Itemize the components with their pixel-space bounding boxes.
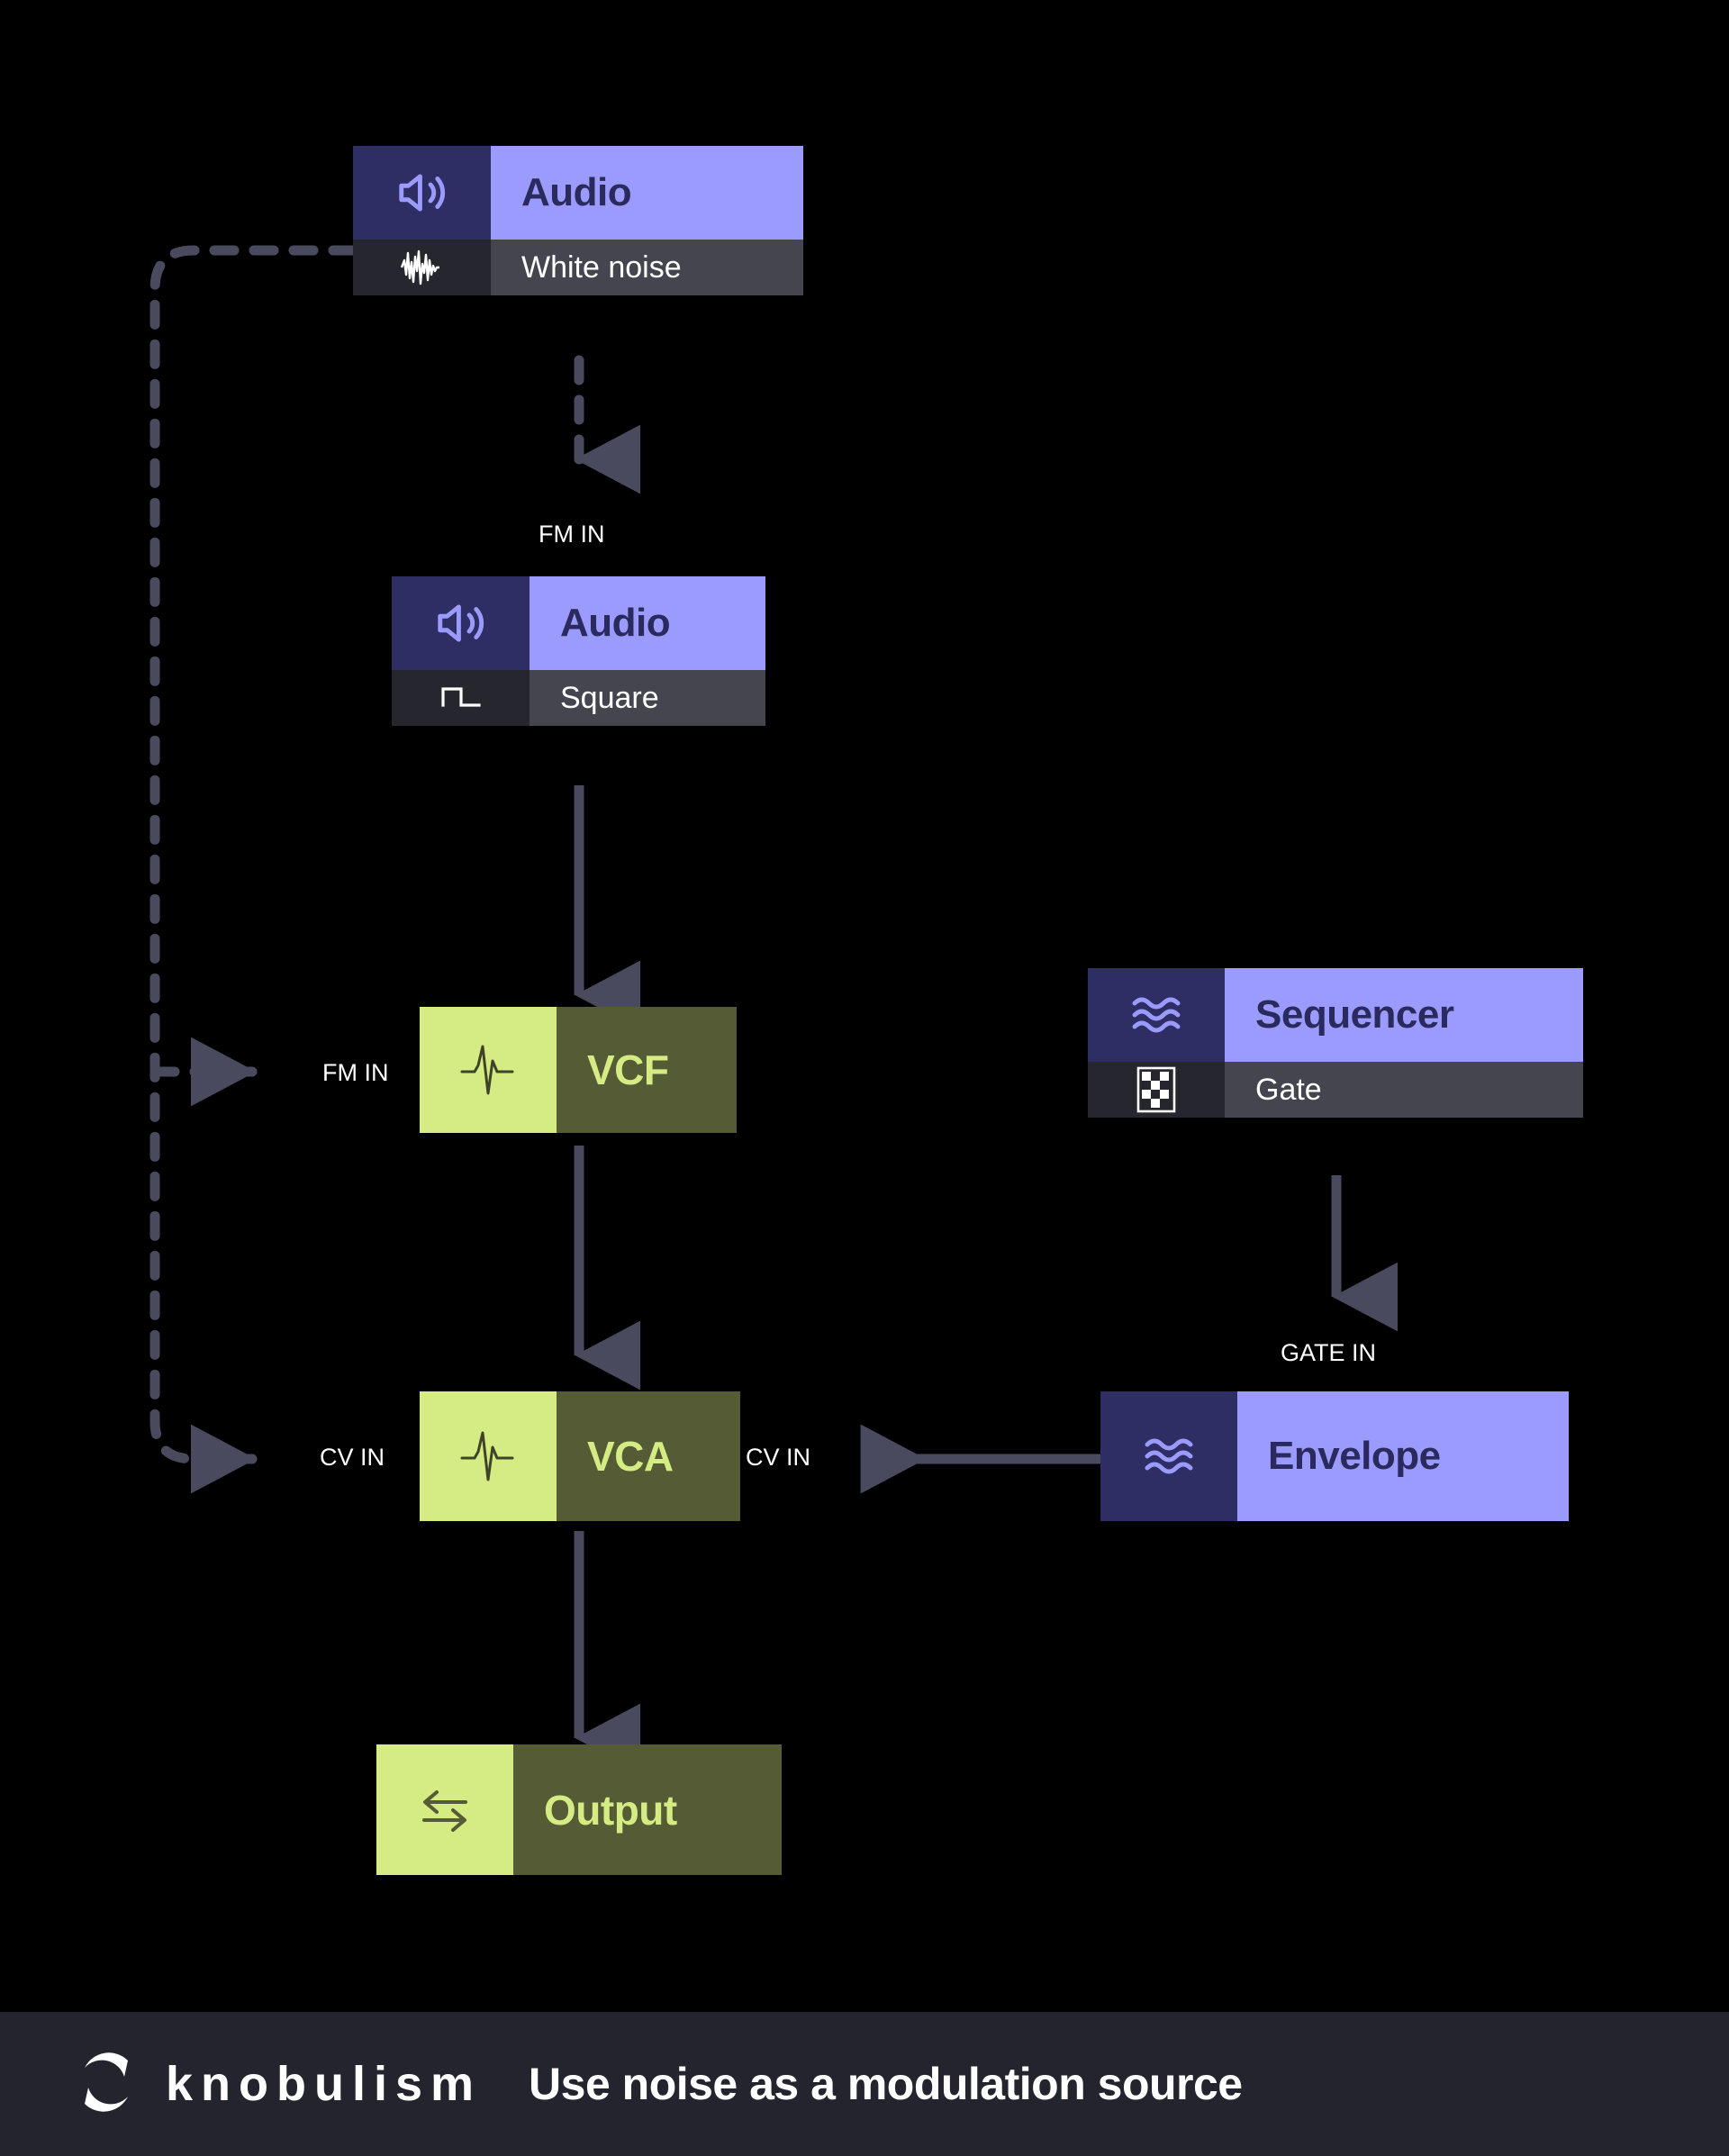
pulse-wave-icon: [420, 1007, 557, 1133]
module-title: Audio: [530, 576, 765, 670]
port-label-fm-in-vcf-top: FM IN: [539, 521, 605, 548]
port-label-cv-in-vca-right: CV IN: [746, 1444, 811, 1471]
module-header[interactable]: Audio: [392, 576, 765, 670]
module-envelope[interactable]: Envelope: [1100, 1391, 1569, 1521]
waves-icon: [1088, 968, 1225, 1062]
pulse-wave-icon: [420, 1391, 557, 1521]
noise-waveform-icon: [353, 240, 491, 295]
module-sub-label: Square: [530, 670, 765, 726]
module-header[interactable]: VCA: [420, 1391, 740, 1521]
module-header[interactable]: Envelope: [1100, 1391, 1569, 1521]
module-vca[interactable]: VCA: [420, 1391, 740, 1521]
module-title: Audio: [491, 146, 803, 240]
module-sub-label: Gate: [1225, 1062, 1583, 1118]
port-label-cv-in-vca-left: CV IN: [320, 1444, 385, 1471]
module-audio-noise[interactable]: Audio White noise: [353, 146, 803, 295]
module-audio-square[interactable]: Audio Square: [392, 576, 765, 726]
wire-noise-feedback-trunk: [149, 245, 358, 1494]
speaker-icon: [353, 146, 491, 240]
module-sequencer[interactable]: Sequencer Gate: [1088, 968, 1583, 1118]
module-title: Output: [513, 1744, 782, 1875]
module-title: VCA: [557, 1391, 740, 1521]
module-subrow[interactable]: Gate: [1088, 1062, 1583, 1118]
knobulism-ring-logo: [72, 2048, 140, 2121]
module-header[interactable]: Output: [376, 1744, 782, 1875]
module-title: VCF: [557, 1007, 737, 1133]
grid-pattern-icon: [1088, 1062, 1225, 1118]
brand-name: knobulism: [166, 2057, 483, 2111]
module-header[interactable]: VCF: [420, 1007, 737, 1133]
module-vcf[interactable]: VCF: [420, 1007, 737, 1133]
module-sub-label: White noise: [491, 240, 803, 295]
module-header[interactable]: Audio: [353, 146, 803, 240]
port-label-fm-in-vcf-left: FM IN: [322, 1059, 389, 1086]
footer-tagline: Use noise as a modulation source: [529, 2059, 1243, 2109]
port-label-gate-in: GATE IN: [1281, 1339, 1377, 1366]
module-title: Sequencer: [1225, 968, 1583, 1062]
module-subrow[interactable]: Square: [392, 670, 765, 726]
square-wave-icon: [392, 670, 530, 726]
module-title: Envelope: [1237, 1391, 1569, 1521]
exchange-arrows-icon: [376, 1744, 513, 1875]
speaker-icon: [392, 576, 530, 670]
module-subrow[interactable]: White noise: [353, 240, 803, 295]
module-header[interactable]: Sequencer: [1088, 968, 1583, 1062]
module-output[interactable]: Output: [376, 1744, 782, 1875]
waves-icon: [1100, 1391, 1237, 1521]
footer-bar: knobulism Use noise as a modulation sour…: [0, 2012, 1729, 2156]
